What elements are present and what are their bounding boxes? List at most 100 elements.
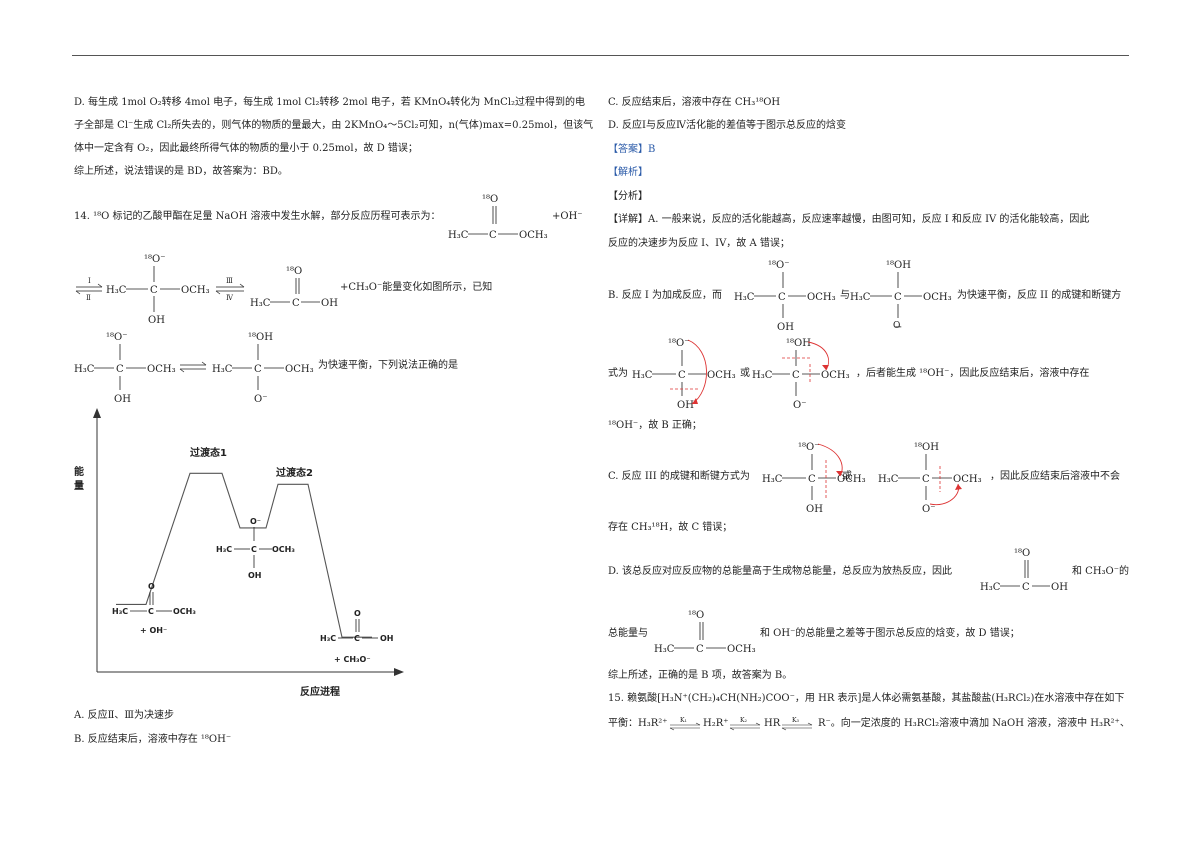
svg-text:¹⁸O⁻: ¹⁸O⁻ (106, 332, 128, 343)
explain-a-line-1: 【详解】A. 一般来说，反应的活化能越高，反应速率越慢，由图可知，反应 I 和反… (608, 214, 1090, 225)
explain-c-text-3: 存在 CH₃¹⁸H，故 C 错误； (608, 522, 733, 533)
svg-text:H₃C: H₃C (762, 474, 783, 485)
svg-text:H₃C: H₃C (106, 285, 127, 296)
x-axis (97, 668, 404, 676)
svg-text:OCH₃: OCH₃ (727, 644, 756, 655)
jiexi-label: 【解析】 (608, 167, 648, 178)
svg-text:+ OH⁻: + OH⁻ (140, 626, 167, 635)
header-rule (72, 55, 1129, 56)
svg-text:C: C (251, 545, 257, 554)
svg-text:O: O (148, 582, 155, 591)
explain-d-text-3: 总能量与 (608, 628, 648, 639)
explain-d-text-2: 和 CH₃O⁻的 (1072, 566, 1130, 577)
svg-text:C: C (792, 370, 800, 381)
svg-text:C: C (1022, 582, 1030, 593)
svg-text:¹⁸O⁻: ¹⁸O⁻ (668, 338, 690, 349)
q15-line-2a: 平衡：H₃R²⁺ (608, 718, 668, 729)
svg-text:H₃C: H₃C (734, 292, 755, 303)
product-structure: O H₃C C OH + CH₃O⁻ (320, 609, 394, 664)
svg-text:C: C (696, 644, 704, 655)
acetic-acid-structure: ¹⁸O H₃C C OH (250, 266, 338, 309)
svg-text:H₃C: H₃C (216, 545, 232, 554)
svg-text:O: O (893, 321, 900, 331)
explain-b-text-3: 式为 (608, 368, 628, 379)
q15-line-2c: HR (764, 718, 781, 729)
svg-text:¹⁸O⁻: ¹⁸O⁻ (768, 260, 790, 271)
svg-text:OH: OH (380, 634, 394, 643)
fast-equilibrium-structure-right: ¹⁸OH H₃C C OCH₃ O⁻ (212, 332, 314, 405)
svg-text:C: C (292, 298, 300, 309)
svg-text:OCH₃: OCH₃ (285, 364, 314, 375)
equilibrium-arrow-3-4: Ⅲ Ⅳ (215, 277, 245, 302)
svg-text:C: C (778, 292, 786, 303)
fast-equilibrium-structure-left: ¹⁸O⁻ H₃C C OCH₃ OH (74, 332, 176, 405)
svg-text:C: C (922, 474, 930, 485)
svg-text:C: C (894, 292, 902, 303)
y-axis (93, 408, 101, 672)
svg-text:¹⁸OH: ¹⁸OH (786, 338, 811, 349)
option-c: C. 反应结束后，溶液中存在 CH₃¹⁸OH (608, 97, 781, 108)
left-structures: ¹⁸O H₃C C OCH₃ Ⅰ Ⅱ ¹⁸O⁻ H₃C C OCH₃ OH Ⅲ … (74, 194, 548, 405)
svg-text:¹⁸O⁻: ¹⁸O⁻ (144, 254, 166, 265)
fenxi-label: 【分析】 (608, 191, 648, 202)
q14-intro: 14. ¹⁸O 标记的乙酸甲酯在足量 NaOH 溶液中发生水解，部分反应历程可表… (74, 211, 441, 222)
q13-d-line-1: D. 每生成 1mol O₂转移 4mol 电子，每生成 1mol Cl₂转移 … (74, 97, 586, 108)
summary: 综上所述，正确的是 B 项，故答案为 B。 (608, 670, 793, 681)
svg-text:OCH₃: OCH₃ (173, 607, 196, 616)
svg-text:C: C (808, 474, 816, 485)
svg-text:K₁: K₁ (680, 717, 687, 724)
explain-d-text-4: 和 OH⁻的总能量之差等于图示总反应的焓变，故 D 错误； (760, 628, 1020, 639)
fast-equilibrium-arrow (179, 361, 207, 373)
explain-b-or: 或 (740, 368, 750, 379)
y-axis-label-1: 能 (74, 465, 84, 478)
explain-c-text-1: C. 反应 III 的成键和断键方式为 (608, 471, 750, 482)
svg-text:C: C (116, 364, 124, 375)
energy-diagram: 能 量 反应进程 过渡态1 过渡态2 O H₃C C OCH₃ + OH⁻ O⁻… (74, 408, 404, 698)
q13-summary: 综上所述，说法错误的是 BD，故答案为：BD。 (74, 166, 288, 177)
explain-d-methyl-acetate: ¹⁸O H₃C C OCH₃ (654, 610, 756, 655)
svg-text:¹⁸O⁻: ¹⁸O⁻ (798, 442, 820, 453)
svg-text:H₃C: H₃C (448, 230, 469, 241)
q15-k-arrows: K₁ K₂ K₃ (669, 717, 813, 731)
svg-text:¹⁸O: ¹⁸O (688, 610, 704, 621)
svg-text:OH: OH (248, 571, 262, 580)
svg-text:C: C (354, 634, 360, 643)
svg-text:OCH₃: OCH₃ (272, 545, 295, 554)
q14-fast-equilibrium: 为快速平衡，下列说法正确的是 (318, 360, 458, 371)
explain-b-text-2: 为快速平衡，反应 II 的成键和断键方 (957, 290, 1122, 301)
reactant-structure: O H₃C C OCH₃ + OH⁻ (112, 582, 196, 635)
explain-b-mechanism-2: ¹⁸OH H₃C C OCH₃ O⁻ (752, 338, 850, 411)
svg-text:O⁻: O⁻ (250, 517, 261, 526)
y-axis-label-2: 量 (74, 479, 84, 492)
svg-text:OH: OH (1051, 582, 1068, 593)
svg-text:OCH₃: OCH₃ (519, 230, 548, 241)
svg-text:OCH₃: OCH₃ (181, 285, 210, 296)
option-d: D. 反应Ⅰ与反应Ⅳ活化能的差值等于图示总反应的焓变 (608, 120, 846, 131)
explain-b-text-5: ¹⁸OH⁻，故 B 正确； (608, 420, 702, 431)
svg-text:H₃C: H₃C (212, 364, 233, 375)
answer-label: 【答案】B (608, 144, 656, 155)
svg-text:H₃C: H₃C (74, 364, 95, 375)
explain-c-text-2: ，因此反应结束后溶液中不会 (990, 471, 1120, 482)
svg-text:Ⅳ: Ⅳ (226, 294, 234, 302)
explain-d-text-1: D. 该总反应对应反应物的总能量高于生成物总能量，总反应为放热反应，因此 (608, 566, 953, 577)
svg-text:C: C (150, 285, 158, 296)
svg-text:Ⅰ: Ⅰ (88, 277, 91, 285)
svg-text:¹⁸O: ¹⁸O (286, 266, 302, 277)
explain-b-mechanism-1: ¹⁸O⁻ H₃C C OCH₃ OH (632, 338, 736, 411)
svg-text:¹⁸OH: ¹⁸OH (248, 332, 273, 343)
svg-text:OH: OH (321, 298, 338, 309)
svg-text:C: C (489, 230, 497, 241)
svg-text:¹⁸O: ¹⁸O (482, 194, 498, 205)
svg-text:OCH₃: OCH₃ (821, 370, 850, 381)
svg-text:O: O (354, 609, 361, 618)
svg-text:C: C (678, 370, 686, 381)
q13-d-line-2: 子全部是 Cl⁻生成 Cl₂所失去的，则气体的物质的量最大，由 2KMnO₄～5… (74, 120, 594, 131)
svg-text:−: − (894, 322, 902, 333)
svg-text:K₂: K₂ (740, 717, 747, 724)
svg-text:OCH₃: OCH₃ (953, 474, 982, 485)
q15-line-2d: R⁻。向一定浓度的 H₃RCl₂溶液中滴加 NaOH 溶液，溶液中 H₃R²⁺、 (818, 718, 1130, 729)
q14-plus-ch3o: +CH₃O⁻能量变化如图所示，已知 (340, 282, 493, 293)
energy-curve (116, 472, 372, 638)
